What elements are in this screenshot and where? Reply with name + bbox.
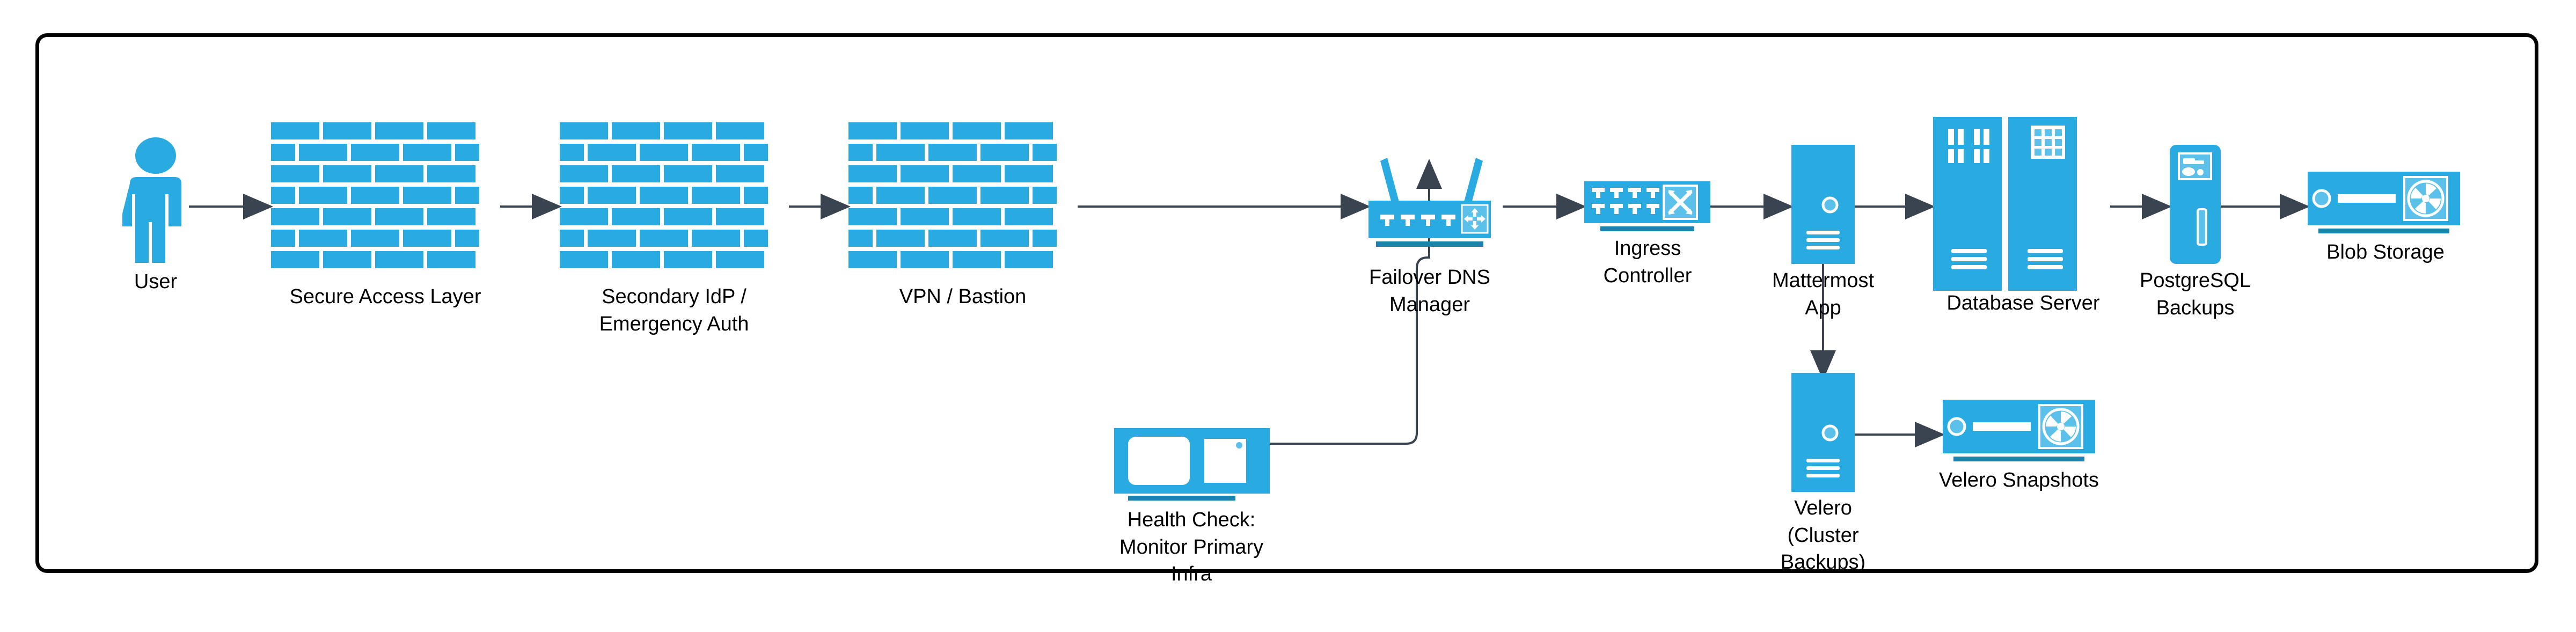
node-velero-snapshots[interactable] bbox=[1943, 400, 2095, 463]
monitor-tablet-icon bbox=[1114, 428, 1270, 501]
node-secure-access-layer[interactable] bbox=[271, 122, 500, 280]
connector-health-check-to-failover-dns bbox=[1269, 159, 1442, 445]
firewall-icon bbox=[848, 122, 1078, 280]
wireless-router-icon bbox=[1368, 158, 1491, 247]
storage-unit-icon bbox=[1943, 400, 2095, 461]
node-user[interactable] bbox=[119, 134, 189, 263]
network-switch-icon bbox=[1584, 181, 1710, 231]
server-tower-icon bbox=[1791, 373, 1855, 492]
node-mattermost-app[interactable] bbox=[1791, 145, 1855, 264]
user-icon bbox=[119, 137, 181, 263]
firewall-icon bbox=[271, 122, 500, 280]
node-failover-dns-manager[interactable] bbox=[1357, 146, 1503, 258]
node-postgresql-backups[interactable] bbox=[2170, 145, 2221, 264]
node-health-check[interactable] bbox=[1114, 428, 1270, 503]
node-vpn-bastion[interactable] bbox=[848, 122, 1078, 280]
node-velero[interactable] bbox=[1791, 373, 1855, 492]
storage-unit-icon bbox=[2308, 172, 2460, 233]
server-tower-icon bbox=[1791, 145, 1855, 264]
node-blob-storage[interactable] bbox=[2308, 172, 2460, 235]
firewall-icon bbox=[560, 122, 789, 280]
backup-tower-icon bbox=[2170, 145, 2221, 264]
diagram-container-border bbox=[35, 33, 2538, 573]
node-database-server[interactable] bbox=[1933, 117, 2110, 291]
node-ingress-controller[interactable] bbox=[1584, 181, 1710, 240]
database-rack-icon bbox=[1933, 117, 2077, 291]
node-secondary-idp[interactable] bbox=[560, 122, 789, 280]
